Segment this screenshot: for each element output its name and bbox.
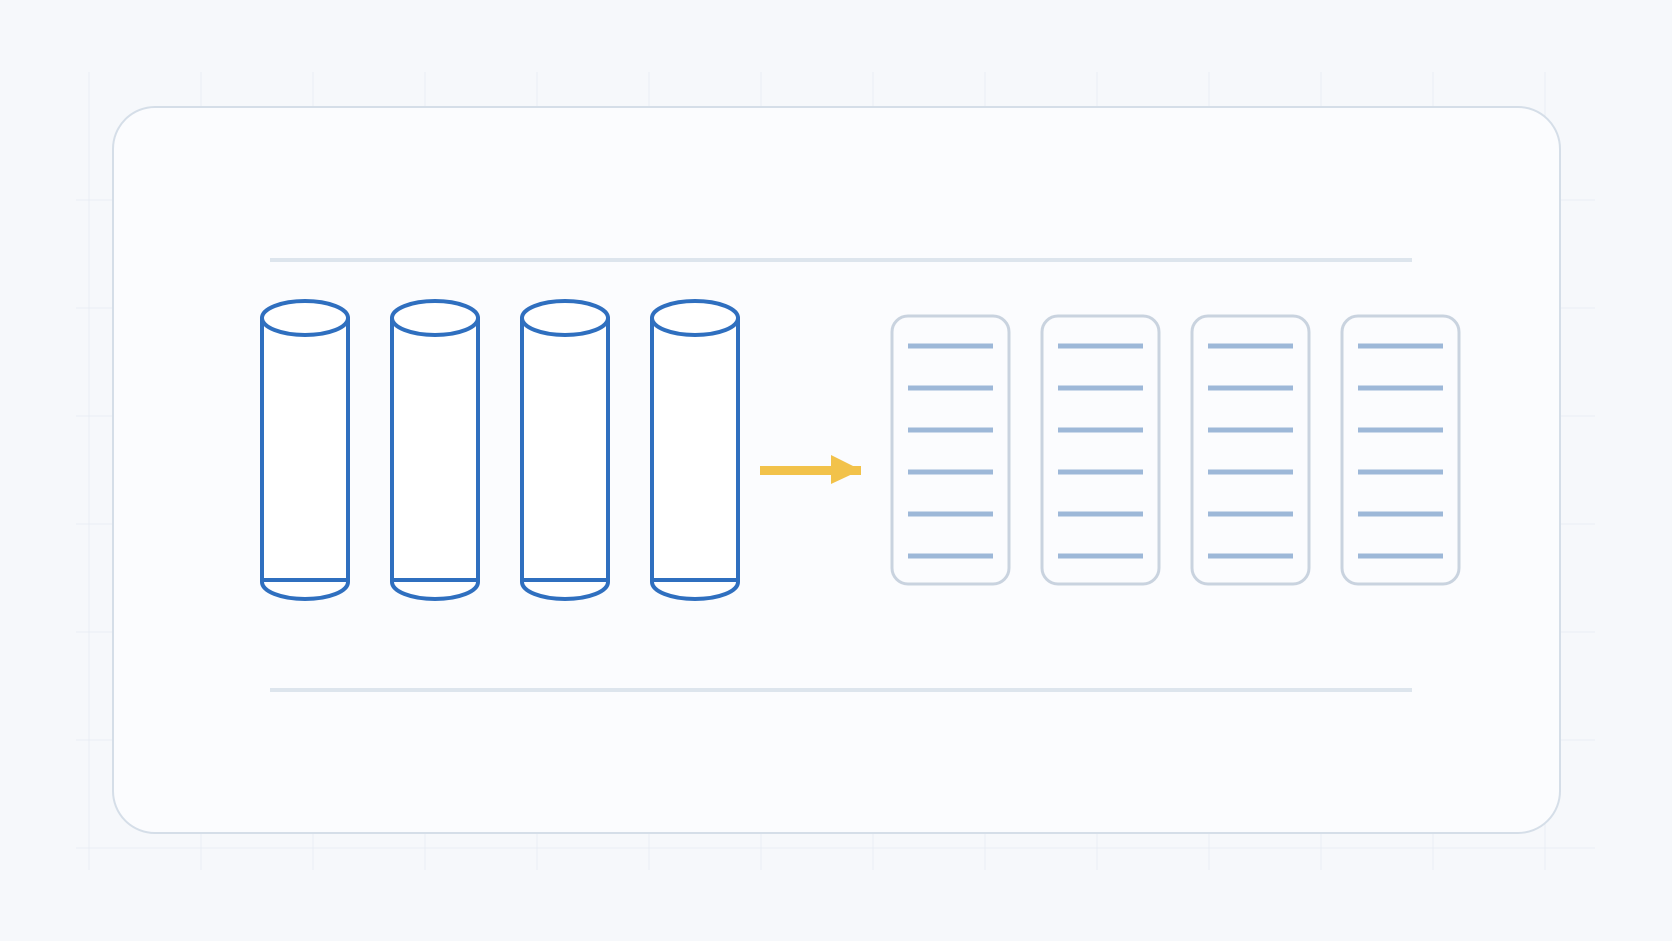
cylinder-body <box>390 316 480 601</box>
database-cylinder <box>390 299 480 601</box>
arrow <box>760 455 861 484</box>
arrow-shaft <box>760 466 861 475</box>
cylinder-top <box>260 299 350 337</box>
cylinders-group <box>260 299 740 601</box>
record-stack <box>890 314 1011 586</box>
cylinder-body <box>520 316 610 601</box>
record-stack-frame <box>890 314 1011 586</box>
cylinder-body <box>650 316 740 601</box>
arrow-head <box>831 455 861 484</box>
record-stack-frame <box>1340 314 1461 586</box>
cylinder-top <box>520 299 610 337</box>
record-stack <box>1040 314 1161 586</box>
stacks-group <box>890 314 1461 586</box>
record-stack-frame <box>1040 314 1161 586</box>
record-stack-frame <box>1190 314 1311 586</box>
database-cylinder <box>260 299 350 601</box>
record-stack <box>1190 314 1311 586</box>
database-cylinder <box>650 299 740 601</box>
database-cylinder <box>520 299 610 601</box>
record-stack <box>1340 314 1461 586</box>
cylinder-top <box>390 299 480 337</box>
cylinder-top <box>650 299 740 337</box>
cylinder-body <box>260 316 350 601</box>
